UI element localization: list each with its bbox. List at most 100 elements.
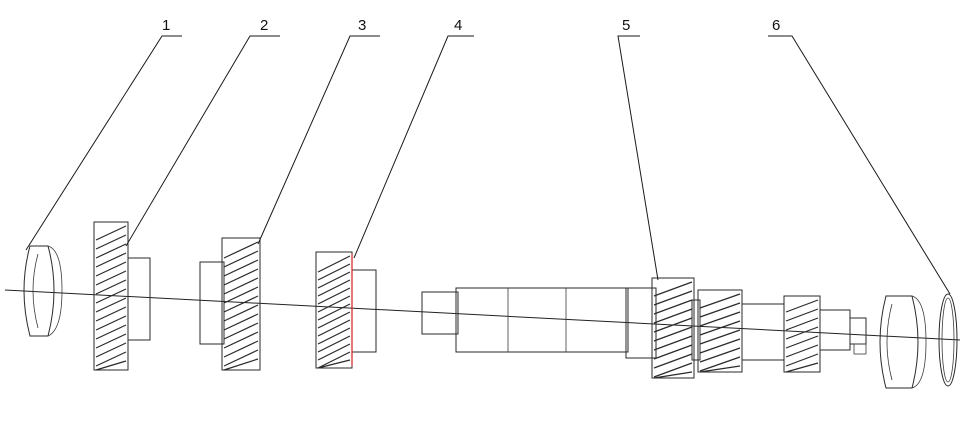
- gear-tooth: [785, 308, 819, 322]
- gear-tooth: [317, 311, 351, 329]
- callout-3: 3: [358, 17, 366, 34]
- gear-4-hub: [351, 269, 377, 353]
- gear-3-hub: [199, 261, 225, 345]
- gear-tooth: [785, 317, 819, 331]
- gear-tooth: [317, 255, 351, 273]
- gear-tooth: [223, 322, 259, 340]
- gear-tooth: [95, 351, 127, 367]
- shaft-5-keyway: [853, 343, 867, 355]
- gear-tooth: [95, 315, 127, 331]
- gear-tooth: [95, 306, 127, 322]
- gear-tooth: [653, 326, 693, 342]
- shaft-5-gear-a: [651, 277, 695, 379]
- gear-tooth: [223, 250, 259, 268]
- right-bearing-inner: [886, 303, 893, 381]
- gear-tooth: [95, 252, 127, 268]
- gear-tooth: [699, 320, 741, 336]
- gear-tooth: [653, 308, 693, 324]
- gear-tooth: [653, 335, 693, 351]
- gear-tooth: [653, 317, 693, 333]
- gear-2-teeth: [95, 225, 127, 371]
- gear-tooth: [699, 293, 741, 309]
- shaft-5-tail: [819, 309, 851, 351]
- right-bearing: [879, 295, 927, 389]
- gear-tooth: [95, 297, 127, 313]
- gear-tooth: [95, 243, 127, 259]
- gear-tooth: [317, 351, 351, 369]
- gear-tooth: [653, 371, 693, 379]
- gear-tooth: [223, 286, 259, 304]
- gear-tooth: [317, 279, 351, 297]
- gear-tooth: [223, 358, 259, 371]
- gear-tooth: [95, 333, 127, 349]
- gear-2-hub: [127, 257, 151, 341]
- gear-tooth: [223, 277, 259, 295]
- gear-tooth: [95, 234, 127, 250]
- shaft-5-gear-c-teeth: [785, 299, 819, 373]
- shaft-5-end: [421, 291, 459, 335]
- gear-3-body: [221, 237, 261, 371]
- right-bearing-outer: [879, 295, 919, 389]
- gear-tooth: [653, 299, 693, 315]
- gear-tooth: [317, 295, 351, 313]
- callout-4: 4: [454, 17, 462, 34]
- shaft-5-spacer-a: [691, 299, 701, 361]
- gear-tooth: [653, 344, 693, 360]
- gear-3-teeth: [223, 241, 259, 371]
- gear-tooth: [699, 365, 741, 373]
- gear-tooth: [317, 359, 351, 369]
- gear-tooth: [223, 304, 259, 322]
- gear-tooth: [223, 331, 259, 349]
- gear-tooth: [785, 299, 819, 313]
- gear-tooth: [95, 324, 127, 340]
- gear-tooth: [317, 287, 351, 305]
- gear-tooth: [317, 335, 351, 353]
- gear-tooth: [699, 347, 741, 363]
- shaft-5-gear-a-teeth: [653, 281, 693, 379]
- gear-tooth: [95, 270, 127, 286]
- gear-tooth: [223, 241, 259, 259]
- center-axis: [4, 289, 961, 341]
- gear-tooth: [653, 362, 693, 378]
- shaft-5-collar: [625, 287, 657, 359]
- gear-tooth: [317, 343, 351, 361]
- gear-tooth: [699, 311, 741, 327]
- gear-tooth: [699, 329, 741, 345]
- callout-2: 2: [260, 17, 268, 34]
- gear-tooth: [317, 319, 351, 337]
- gear-tooth: [653, 353, 693, 369]
- gear-tooth: [785, 362, 819, 373]
- part-4-gear: [315, 251, 377, 369]
- right-bearing-race: [911, 295, 927, 389]
- part-2-gear: [93, 221, 151, 371]
- gear-tooth: [653, 281, 693, 297]
- gear-tooth: [699, 356, 741, 372]
- gear-tooth: [317, 303, 351, 321]
- gear-tooth: [95, 279, 127, 295]
- leader-4: [353, 35, 474, 259]
- leader-3: [257, 35, 380, 245]
- callout-5: 5: [622, 17, 630, 34]
- part-3-gear: [199, 237, 261, 371]
- leader-6: [768, 35, 951, 295]
- shaft-5-gear-b-teeth: [699, 293, 741, 373]
- bearing-1-inner: [32, 253, 39, 329]
- leader-1: [25, 35, 182, 251]
- gear-tooth: [317, 271, 351, 289]
- leader-2: [125, 35, 280, 247]
- gear-tooth: [223, 259, 259, 277]
- snap-ring-inner: [941, 297, 955, 383]
- gear-tooth: [223, 340, 259, 358]
- gear-tooth: [699, 338, 741, 354]
- shaft-5-journal: [741, 303, 785, 361]
- shaft-5-main: [455, 287, 629, 353]
- gear-tooth: [223, 349, 259, 367]
- callout-1: 1: [162, 17, 170, 34]
- gear-tooth: [785, 326, 819, 340]
- gear-4-teeth: [317, 255, 351, 369]
- gear-tooth: [653, 290, 693, 306]
- gear-tooth: [95, 342, 127, 358]
- snap-ring-outer: [938, 293, 958, 387]
- leader-5: [617, 35, 659, 281]
